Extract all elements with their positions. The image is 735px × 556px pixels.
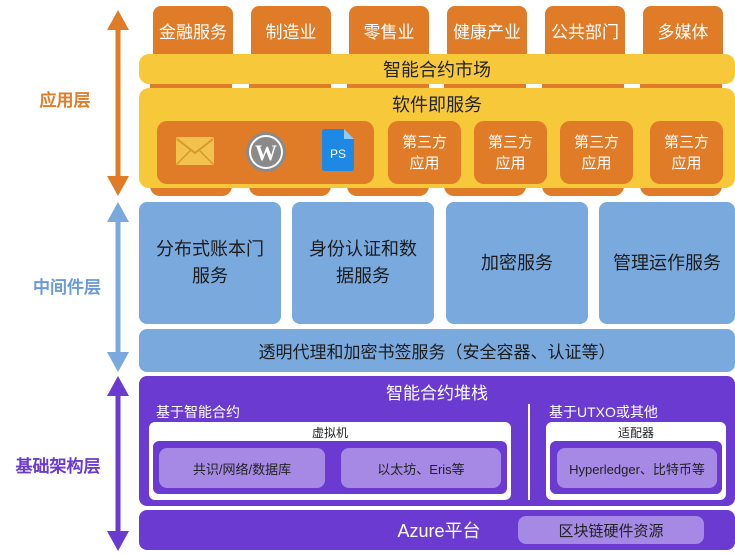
consensus-network-database-label: 共识/网络/数据库 <box>192 461 292 477</box>
industry-tab-finance: 金融服务 <box>153 6 233 54</box>
middleware-service-encryption: 加密服务 <box>446 202 588 324</box>
service-label-line2: 服务 <box>192 266 228 286</box>
third-party-app-line2: 应用 <box>409 154 440 172</box>
blockchain-hardware-label: 区块链硬件资源 <box>558 522 664 540</box>
third-party-app: 第三方 应用 <box>560 121 633 184</box>
photoshop-icon: PS <box>322 129 354 171</box>
industry-tab-retail: 零售业 <box>349 6 429 54</box>
hyperledger-bitcoin-label: Hyperledger、比特币等 <box>569 461 705 477</box>
infrastructure-layer-label: 基础架构层 <box>15 456 101 476</box>
mail-icon <box>176 137 214 165</box>
industry-tab-manufacturing: 制造业 <box>251 6 331 54</box>
smart-contract-market-label: 智能合约市场 <box>383 60 491 80</box>
consensus-network-database-pill: 共识/网络/数据库 <box>159 448 325 488</box>
virtual-machine-title: 虚拟机 <box>311 425 348 440</box>
third-party-app: 第三方 应用 <box>388 121 461 184</box>
smart-contract-based-title: 基于智能合约 <box>156 404 240 420</box>
infrastructure-layer-arrow <box>107 376 129 551</box>
industry-tab-media: 多媒体 <box>643 6 723 54</box>
third-party-app-line1: 第三方 <box>401 133 447 151</box>
application-layer-label: 应用层 <box>39 90 91 110</box>
smart-contract-stack-title: 智能合约堆栈 <box>386 383 488 403</box>
third-party-app-line2: 应用 <box>671 154 702 172</box>
third-party-app-line1: 第三方 <box>487 133 533 151</box>
adapter-title: 适配器 <box>617 425 654 440</box>
third-party-app-line2: 应用 <box>581 154 612 172</box>
ethereum-eris-pill: 以太坊、Eris等 <box>341 448 501 488</box>
middleware-layer-label: 中间件层 <box>33 277 101 297</box>
third-party-app-line1: 第三方 <box>573 133 619 151</box>
middleware-layer-arrow <box>107 202 129 372</box>
industry-tab-health: 健康产业 <box>447 6 527 54</box>
industry-tab-public-sector: 公共部门 <box>545 6 625 54</box>
stack-divider <box>528 404 530 500</box>
third-party-app-line2: 应用 <box>495 154 526 172</box>
wordpress-icon-text: W <box>255 140 277 165</box>
photoshop-icon-text: PS <box>330 147 346 161</box>
middleware-service-ledger-gateway: 分布式账本门 服务 <box>139 202 281 324</box>
wordpress-icon: W <box>245 131 287 173</box>
service-label-line1: 加密服务 <box>481 252 553 273</box>
utxo-based-title: 基于UTXO或其他 <box>549 404 658 420</box>
service-label-line1: 管理运作服务 <box>613 252 721 273</box>
third-party-app: 第三方 应用 <box>650 121 723 184</box>
blockchain-hardware-pill: 区块链硬件资源 <box>518 516 704 544</box>
application-layer-arrow <box>107 10 129 196</box>
ethereum-eris-label: 以太坊、Eris等 <box>377 461 465 477</box>
smart-contract-market-bar: 智能合约市场 <box>139 54 735 84</box>
saas-title: 软件即服务 <box>392 95 482 115</box>
third-party-app: 第三方 应用 <box>474 121 547 184</box>
service-label-line2: 据服务 <box>336 266 390 286</box>
azure-platform-label: Azure平台 <box>397 521 481 541</box>
middleware-service-management: 管理运作服务 <box>599 202 735 324</box>
hyperledger-bitcoin-pill: Hyperledger、比特币等 <box>557 448 717 488</box>
service-label-line1: 分布式账本门 <box>156 239 264 259</box>
service-label-line1: 身份认证和数 <box>309 239 417 259</box>
middleware-service-identity-data: 身份认证和数 据服务 <box>292 202 434 324</box>
transparent-proxy-bar: 透明代理和加密书签服务（安全容器、认证等） <box>139 329 735 372</box>
third-party-app-line1: 第三方 <box>663 133 709 151</box>
transparent-proxy-label: 透明代理和加密书签服务（安全容器、认证等） <box>258 343 616 362</box>
